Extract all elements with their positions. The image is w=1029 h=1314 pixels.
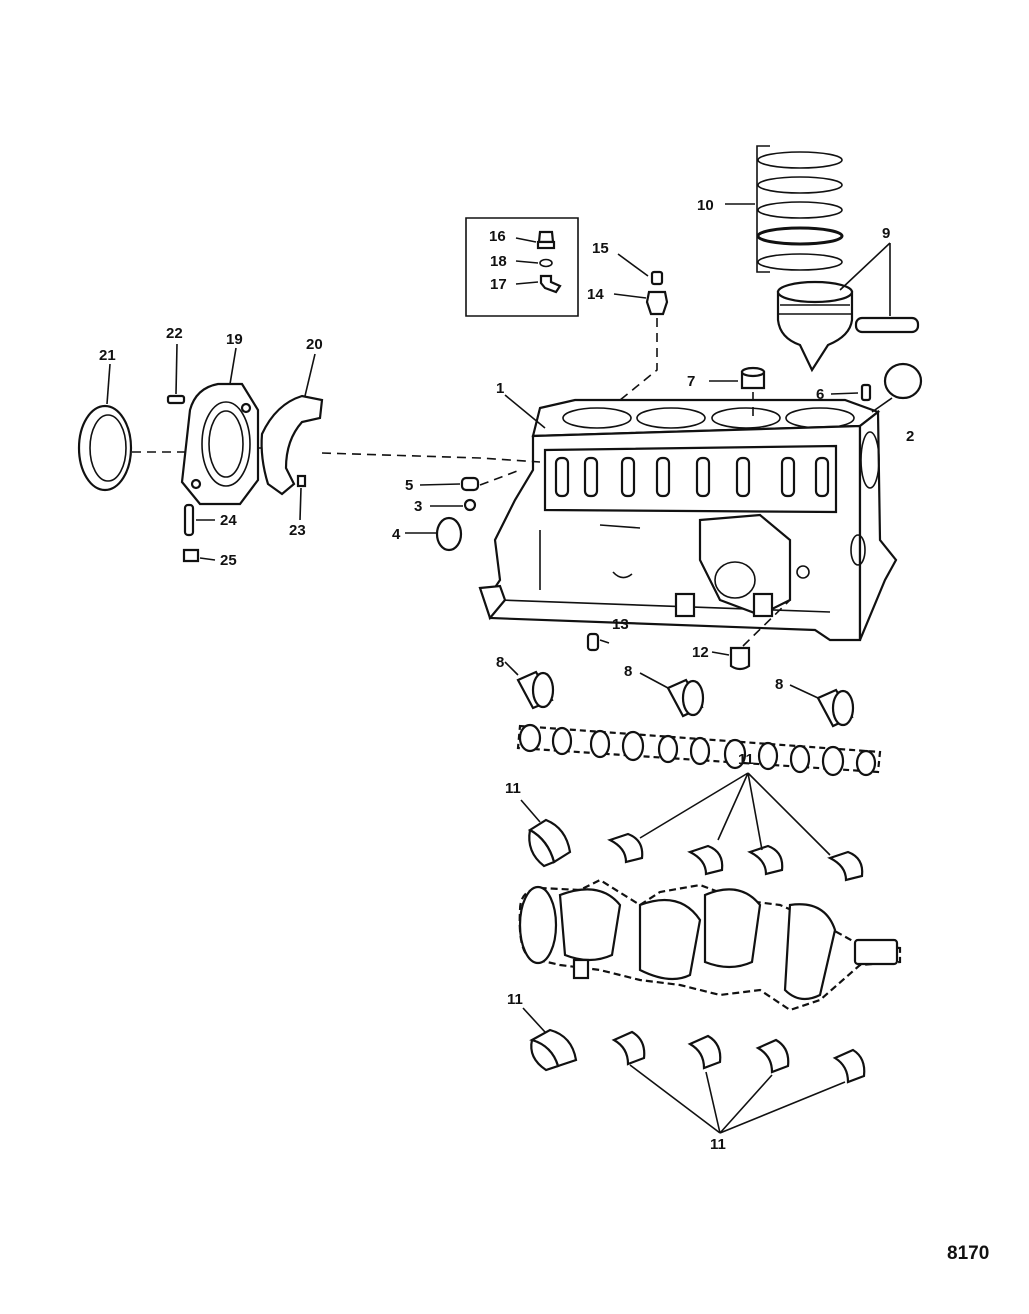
drain-plug-12 (729, 646, 751, 671)
callout-17: 17 (490, 276, 507, 293)
callout-10: 10 (697, 197, 714, 214)
pipe-plug (460, 476, 480, 492)
callout-20: 20 (306, 336, 323, 353)
callout-9: 9 (882, 225, 891, 242)
callout-24: 24 (220, 512, 237, 529)
callout-8-middle: 8 (624, 663, 633, 680)
leader-13 (599, 639, 610, 644)
lower-main-bearings (522, 1007, 866, 1134)
dowel-13 (586, 632, 600, 652)
cam-plug (883, 362, 923, 400)
callout-16: 16 (489, 228, 506, 245)
callout-19: 19 (226, 331, 243, 348)
centerline-rear (132, 447, 541, 463)
callout-2: 2 (906, 428, 915, 445)
callout-11-upper-left: 11 (505, 780, 521, 797)
leader-2 (871, 397, 893, 413)
sender-inset (465, 217, 579, 317)
callout-5: 5 (405, 477, 414, 494)
lifter-bores (554, 456, 830, 498)
callout-4: 4 (392, 526, 401, 543)
callout-8-left: 8 (496, 654, 505, 671)
callout-25: 25 (220, 552, 237, 569)
dowel-pin (860, 383, 872, 402)
leader-6 (830, 392, 859, 395)
rear-seal-retainer (77, 343, 324, 563)
figure-number: 8170 (947, 1243, 990, 1264)
oil-sender-fittings (597, 253, 669, 419)
callout-18: 18 (490, 253, 507, 270)
expansion-plug (435, 516, 463, 552)
crankshaft (518, 878, 902, 1012)
callout-13: 13 (612, 616, 629, 633)
callout-11-lower-group: 11 (710, 1136, 726, 1153)
callout-23: 23 (289, 522, 306, 539)
camshaft (516, 723, 882, 777)
callout-22: 22 (166, 325, 183, 342)
callout-14: 14 (587, 286, 604, 303)
piston-rings (756, 145, 844, 273)
callout-6: 6 (816, 386, 825, 403)
cam-bearings (504, 661, 855, 728)
callout-8-right: 8 (775, 676, 784, 693)
callout-11-lower-left: 11 (507, 991, 523, 1008)
upper-main-bearings (520, 772, 864, 882)
callout-11-upper-group: 11 (738, 751, 754, 768)
callout-21: 21 (99, 347, 116, 364)
cylinder-block (478, 398, 898, 642)
small-plug (463, 498, 477, 512)
callout-15: 15 (592, 240, 609, 257)
callout-7: 7 (687, 373, 696, 390)
piston-and-pin (776, 242, 920, 373)
callout-1: 1 (496, 380, 505, 397)
callout-12: 12 (692, 644, 709, 661)
callout-3: 3 (414, 498, 423, 515)
